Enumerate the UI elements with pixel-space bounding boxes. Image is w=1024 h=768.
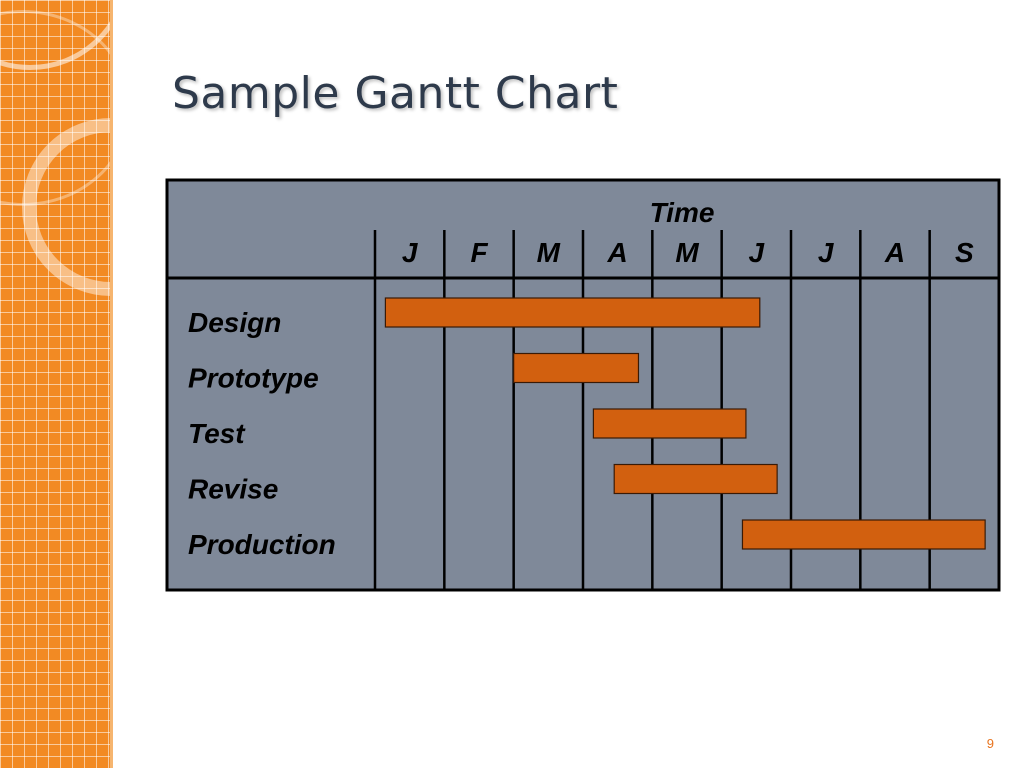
task-label: Production — [188, 529, 336, 560]
table-border — [165, 178, 1001, 592]
month-tick-label: M — [675, 237, 699, 268]
month-tick-label: S — [955, 237, 974, 268]
time-header-label: Time — [650, 197, 715, 228]
task-label: Prototype — [188, 363, 319, 394]
gantt-bar — [613, 463, 778, 495]
strip-edge — [110, 0, 113, 768]
page-number: 9 — [986, 736, 994, 751]
task-label: Test — [188, 418, 246, 449]
month-tick-label: J — [818, 237, 835, 268]
task-label: Design — [188, 307, 281, 338]
month-tick-label: A — [607, 237, 628, 268]
task-label: Revise — [188, 474, 278, 505]
decorative-side-strip — [0, 0, 113, 768]
gantt-bar — [384, 297, 761, 328]
month-tick-label: F — [470, 237, 488, 268]
month-tick-label: J — [749, 237, 766, 268]
month-tick-label: J — [402, 237, 419, 268]
gantt-bar — [513, 352, 640, 384]
month-tick-label: A — [884, 237, 905, 268]
gantt-bar — [592, 408, 747, 439]
gantt-bar — [741, 519, 986, 550]
month-tick-label: M — [537, 237, 561, 268]
page-title: Sample Gantt Chart — [172, 68, 619, 119]
